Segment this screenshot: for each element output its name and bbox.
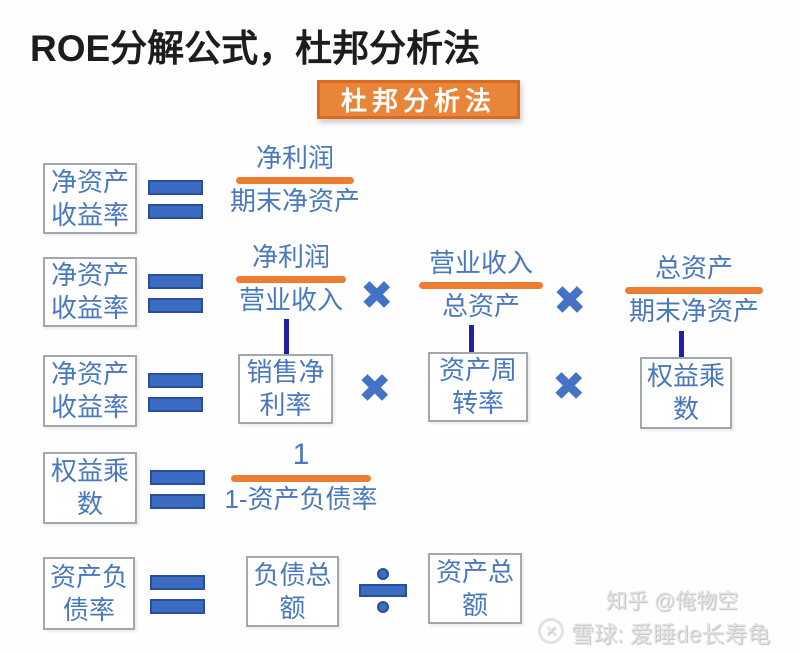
equals-sign-row1 [148,180,203,219]
xueqiu-watermark: 雪球: 爱睡de长寿龟 [571,621,771,647]
fraction-row1: 净利润 期末净资产 [228,143,362,217]
divide-icon [359,568,407,613]
equity-multiplier-lhs-line2: 数 [76,489,103,519]
fraction-bar [231,475,371,482]
equals-top-bar [148,373,203,388]
total-assets-line1: 资产总 [435,556,514,587]
equity-multiplier-line1: 权益乘 [646,361,725,391]
equity-multiplier-lhs-box: 权益乘 数 [43,452,137,524]
equals-bottom-bar [148,298,203,313]
zhihu-watermark: 知乎 @俺物空 [606,590,739,613]
fraction-row1-denominator: 期末净资产 [229,186,360,216]
net-profit-margin-box: 销售净 利率 [238,354,333,424]
roe-box-row3: 净资产 收益率 [43,355,137,427]
fraction-net-margin: 净利润 营业收入 [231,242,351,316]
total-liabilities-line1: 负债总 [253,559,332,590]
equals-top-bar [148,180,203,195]
fraction-net-margin-denominator: 营业收入 [238,285,343,315]
debt-ratio-line1: 资产负 [49,561,128,592]
roe-box-row1-line1: 净资产 [50,166,129,197]
fraction-row1-numerator: 净利润 [255,143,334,173]
fraction-equity-multiplier: 总资产 期末净资产 [623,253,765,327]
equals-top-bar [150,575,205,590]
divide-bar [359,584,407,597]
asset-turnover-line1: 资产周 [438,355,517,385]
total-liabilities-line2: 额 [279,592,306,623]
multiply-icon: ✖ [358,367,392,411]
page-title: ROE分解公式，杜邦分析法 [30,28,481,69]
fraction-bar [236,177,354,184]
roe-box-row1: 净资产 收益率 [43,163,137,234]
connector-line [469,325,474,356]
fraction-bar [419,282,543,289]
fraction-equity-multiplier-numerator: 总资产 [654,253,733,283]
divide-bottom-dot [377,601,389,613]
total-liabilities-box: 负债总 额 [246,556,339,627]
asset-turnover-box: 资产周 转率 [428,352,528,422]
debt-ratio-line2: 债率 [62,594,115,625]
equals-sign-row2 [148,274,203,313]
fraction-row4: 1 1-资产负债率 [224,438,378,515]
equity-multiplier-line2: 数 [672,394,699,424]
equals-top-bar [150,470,205,485]
equals-sign-row4 [150,470,205,509]
fraction-asset-turnover: 营业收入 总资产 [417,248,545,322]
fraction-bar [236,276,346,283]
fraction-asset-turnover-numerator: 营业收入 [428,248,533,278]
equals-bottom-bar [148,397,203,412]
equals-bottom-bar [150,494,205,509]
debt-ratio-box: 资产负 债率 [43,557,135,630]
fraction-row4-numerator: 1 [292,438,310,471]
roe-box-row3-line2: 收益率 [50,392,129,422]
roe-box-row2-line1: 净资产 [50,260,129,290]
equals-sign-row5 [150,575,205,614]
total-assets-line2: 额 [461,589,488,620]
multiply-icon: ✖ [552,365,586,409]
xueqiu-logo-icon: ✕ [538,618,564,644]
total-assets-box: 资产总 额 [428,553,522,624]
roe-box-row3-line1: 净资产 [50,359,129,389]
equity-multiplier-box: 权益乘 数 [640,357,732,429]
roe-box-row2: 净资产 收益率 [43,257,137,327]
equity-multiplier-lhs-line1: 权益乘 [50,456,129,486]
net-profit-margin-line2: 利率 [259,390,312,420]
equals-top-bar [148,274,203,289]
divide-top-dot [377,568,389,580]
roe-box-row2-line2: 收益率 [50,293,129,323]
connector-line [679,331,684,359]
equals-bottom-bar [150,599,205,614]
fraction-row4-denominator: 1-资产负债率 [224,484,378,514]
fraction-equity-multiplier-denominator: 期末净资产 [628,296,759,326]
fraction-asset-turnover-denominator: 总资产 [441,291,520,321]
multiply-icon: ✖ [553,279,587,323]
roe-box-row1-line2: 收益率 [50,199,129,230]
equals-bottom-bar [148,204,203,219]
asset-turnover-line2: 转率 [451,388,504,418]
fraction-net-margin-numerator: 净利润 [251,242,330,272]
equals-sign-row3 [148,373,203,412]
connector-line [284,319,289,356]
multiply-icon: ✖ [360,274,394,318]
fraction-bar [625,287,763,294]
net-profit-margin-line1: 销售净 [246,357,325,387]
dupont-banner: 杜邦分析法 [317,80,520,119]
